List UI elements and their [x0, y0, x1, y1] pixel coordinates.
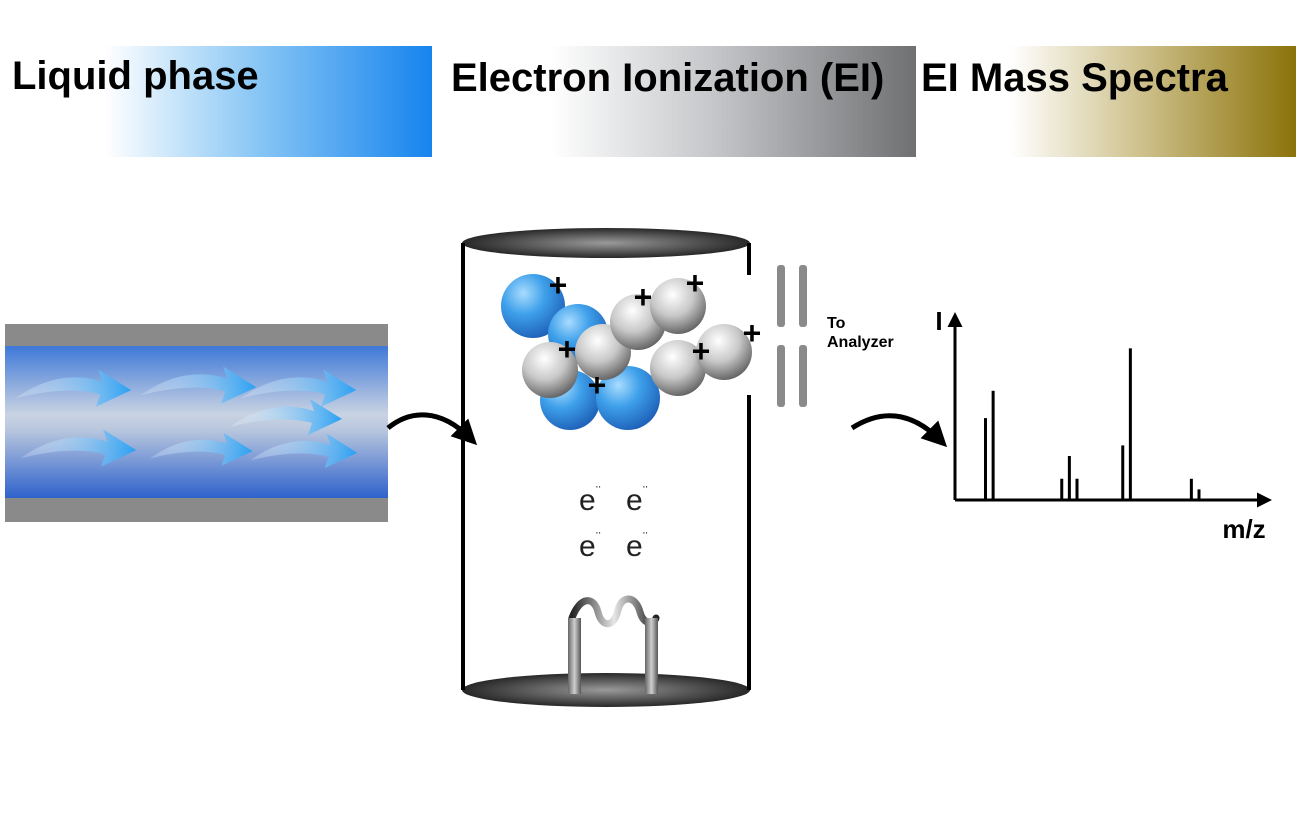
svg-text:¨: ¨: [643, 483, 648, 499]
ionized-molecules: [501, 274, 752, 430]
electron-ionization-heading: Electron Ionization (EI): [451, 56, 885, 100]
svg-text:¨: ¨: [596, 529, 601, 545]
liquid-phase-heading: Liquid phase: [12, 54, 259, 98]
analyzer-label-line1: To: [827, 315, 846, 332]
spectrum-peaks: [984, 348, 1201, 500]
spectrum-peak: [1197, 489, 1201, 500]
analyzer-slits: [777, 265, 807, 407]
electron: e: [579, 484, 596, 517]
spectrum-peak: [991, 390, 995, 500]
ei-mass-spectra-band: [1010, 46, 1296, 157]
liquid-phase-band: [105, 46, 432, 157]
electron: e: [579, 530, 596, 563]
spectrum-peak: [1128, 348, 1132, 500]
charge-plus: +: [588, 367, 607, 403]
charge-plus: +: [634, 279, 653, 315]
charge-markers: + + + + + + +: [549, 265, 762, 403]
spectrum-peak: [1189, 478, 1193, 500]
spectrum-peak: [1060, 478, 1064, 500]
svg-text:¨: ¨: [643, 529, 648, 545]
svg-text:¨: ¨: [596, 483, 601, 499]
spectrum-peak: [984, 418, 987, 500]
electron-ionization-band: [550, 46, 916, 157]
ion-source-chamber: To Analyzer: [461, 228, 894, 707]
y-axis-label: I: [935, 306, 942, 336]
charge-plus: +: [743, 315, 762, 351]
filament: [568, 595, 660, 694]
spectrum-peak: [1067, 456, 1071, 500]
charge-plus: +: [549, 267, 568, 303]
x-axis-label: m/z: [1222, 514, 1265, 544]
charge-plus: +: [692, 333, 711, 369]
spectrum-peak: [1075, 478, 1079, 500]
ei-mass-spectra-heading: EI Mass Spectra: [921, 56, 1228, 100]
electron: e: [626, 530, 643, 563]
spectrum-peak: [1121, 445, 1125, 500]
charge-plus: +: [558, 331, 577, 367]
analyzer-label-line2: Analyzer: [827, 334, 894, 351]
mass-spectrum-chart: I m/z: [935, 306, 1272, 544]
liquid-tube: [5, 324, 388, 522]
flow-arrow-to-spectrum: [850, 413, 948, 448]
electrons: e ¨ e ¨ e ¨ e ¨: [579, 483, 648, 563]
flow-arrow-to-source: [386, 412, 478, 446]
charge-plus: +: [686, 265, 705, 301]
electron: e: [626, 484, 643, 517]
